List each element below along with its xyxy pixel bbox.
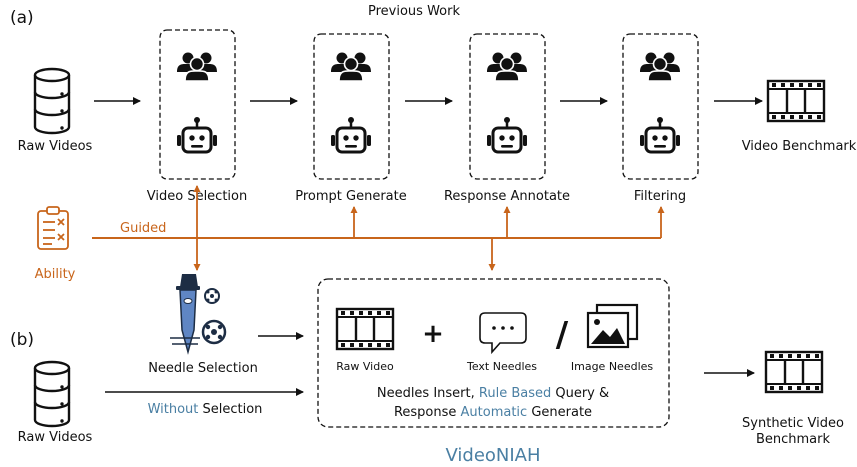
robot-icon xyxy=(485,115,529,154)
people-icon xyxy=(639,51,681,82)
automatic-highlight: Automatic xyxy=(461,405,528,420)
selection-word: Selection xyxy=(198,402,262,417)
process-line-1-part-2: Query & xyxy=(551,386,609,401)
text-needles-label: Text Needles xyxy=(466,360,537,373)
database-icon xyxy=(33,67,71,135)
videoniah-box xyxy=(317,278,670,428)
people-icon xyxy=(176,51,218,82)
needle-mascot-icon xyxy=(170,274,227,355)
video-benchmark-label: Video Benchmark xyxy=(742,139,857,154)
raw-videos-label-b: Raw Videos xyxy=(18,430,93,445)
process-line-1: Needles Insert, Rule Based Query & xyxy=(377,386,609,401)
raw-videos-label-a: Raw Videos xyxy=(18,139,93,154)
film-strip-icon xyxy=(766,79,826,123)
stage-label-response-annotate: Response Annotate xyxy=(444,189,570,204)
process-line-2: Response Automatic Generate xyxy=(394,405,592,420)
panel-a-title: Previous Work xyxy=(368,4,460,19)
people-icon xyxy=(330,51,372,82)
film-strip-icon xyxy=(764,350,824,394)
stage-box-prompt-generate xyxy=(313,33,390,180)
stage-label-prompt-generate: Prompt Generate xyxy=(295,189,406,204)
robot-icon xyxy=(638,115,682,154)
image-needles-label: Image Needles xyxy=(571,360,654,373)
method-name-label: VideoNIAH xyxy=(445,445,540,466)
without-selection-label: Without Selection xyxy=(148,402,263,417)
film-strip-icon xyxy=(335,307,395,351)
guided-label: Guided xyxy=(120,221,166,236)
panel-b-tag: (b) xyxy=(10,330,34,350)
people-icon xyxy=(486,51,528,82)
needle-selection-label: Needle Selection xyxy=(148,361,258,376)
text-needle-icon xyxy=(479,312,527,355)
process-line-2-part-2: Generate xyxy=(527,405,592,420)
raw-video-label: Raw Video xyxy=(336,360,394,373)
ability-label: Ability xyxy=(35,267,76,282)
panel-a-tag: (a) xyxy=(10,8,34,28)
rule-based-highlight: Rule Based xyxy=(479,386,551,401)
synthetic-benchmark-label-1: Synthetic Video xyxy=(742,416,844,431)
stage-box-filtering xyxy=(622,33,699,180)
database-icon xyxy=(33,360,71,428)
process-line-2-part-1: Response xyxy=(394,405,461,420)
without-word: Without xyxy=(148,402,199,417)
slash-sign: / xyxy=(556,315,569,355)
stage-label-filtering: Filtering xyxy=(634,189,686,204)
checklist-icon xyxy=(37,206,69,250)
synthetic-benchmark-label-2: Benchmark xyxy=(756,432,831,447)
robot-icon xyxy=(329,115,373,154)
image-needle-icon xyxy=(586,303,639,349)
plus-sign: + xyxy=(422,319,444,349)
stage-box-response-annotate xyxy=(469,33,546,180)
robot-icon xyxy=(175,115,219,154)
process-line-1-part-1: Needles Insert, xyxy=(377,386,479,401)
stage-box-video-selection xyxy=(159,29,236,180)
